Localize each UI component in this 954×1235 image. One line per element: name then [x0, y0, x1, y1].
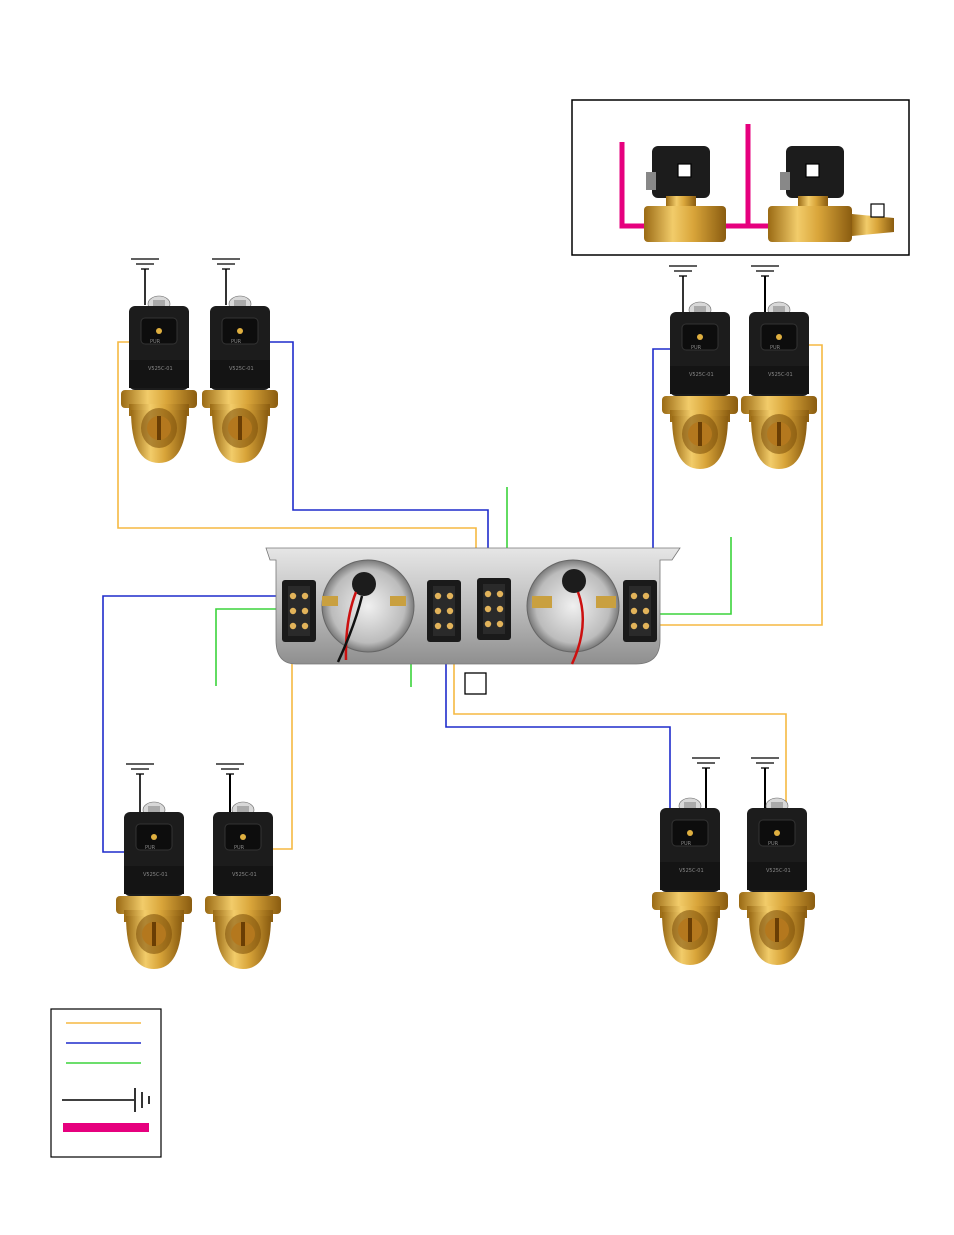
- solenoid-valve-icon: [201, 295, 279, 464]
- valve-label: V525C-01: [148, 366, 173, 372]
- ground-symbol-icon: [215, 763, 245, 775]
- solenoid-valve-icon: [651, 797, 729, 966]
- valve-sublabel: PUR: [234, 845, 245, 851]
- wire-green-left: [215, 608, 290, 686]
- solenoid-valve-icon: [740, 301, 818, 470]
- inset-valve-right: [768, 146, 894, 242]
- valve-sublabel: PUR: [768, 841, 779, 847]
- wire-yellow-bottom-right: [453, 622, 787, 808]
- valve-sublabel: PUR: [231, 339, 242, 345]
- toggle-switch-icon: [427, 580, 461, 642]
- legend-air-line: [63, 1123, 149, 1132]
- ground-symbol-icon: [668, 265, 698, 277]
- toggle-switch-icon: [623, 580, 657, 642]
- valve-label: V525C-01: [232, 872, 257, 878]
- inset-air-line-left: [619, 142, 648, 229]
- inset-air-line-right: [724, 124, 770, 229]
- wire-green-right: [658, 537, 732, 615]
- valve-sublabel: PUR: [770, 345, 781, 351]
- ground-symbol-icon: [691, 757, 721, 769]
- solenoid-valve-icon: [115, 801, 193, 970]
- solenoid-valve-icon: [661, 301, 739, 470]
- gauge-right-icon: [526, 559, 620, 665]
- ground-symbol-icon: [750, 265, 780, 277]
- wire-yellow-top-right: [650, 344, 823, 626]
- solenoid-valve-icon: [738, 797, 816, 966]
- ground-symbol-icon: [130, 258, 160, 270]
- ground-symbol-icon: [211, 258, 241, 270]
- wire-blue-bottom-left: [102, 595, 300, 853]
- toggle-switch-icon: [477, 578, 511, 640]
- battery-ground-icon: [62, 1088, 150, 1112]
- control-panel: [265, 547, 681, 665]
- valve-sublabel: PUR: [150, 339, 161, 345]
- solenoid-valve-icon: [120, 295, 198, 464]
- valve-label: V525C-01: [143, 872, 168, 878]
- gauge-left-icon: [321, 559, 415, 663]
- valve-sublabel: PUR: [145, 845, 156, 851]
- valve-label: V525C-01: [766, 868, 791, 874]
- valve-label: V525C-01: [689, 372, 714, 378]
- wire-blue-top-right: [652, 348, 676, 600]
- toggle-switch-icon: [282, 580, 316, 642]
- brass-fitting-icon: [852, 214, 894, 236]
- solenoid-valve-icon: [204, 801, 282, 970]
- valve-label: V525C-01: [768, 372, 793, 378]
- ground-symbol-icon: [125, 763, 155, 775]
- inset-air-line-box: [571, 99, 910, 256]
- inset-valve-left: [644, 146, 726, 242]
- valve-label: V525C-01: [679, 868, 704, 874]
- valve-sublabel: PUR: [691, 345, 702, 351]
- valve-sublabel: PUR: [681, 841, 692, 847]
- callout-box: [464, 672, 487, 695]
- legend: [50, 1008, 162, 1158]
- ground-symbol-icon: [750, 757, 780, 769]
- valve-label: V525C-01: [229, 366, 254, 372]
- valve-labels: PUR V525C-01 PUR V525C-01 PUR V525C-01 P…: [143, 339, 793, 878]
